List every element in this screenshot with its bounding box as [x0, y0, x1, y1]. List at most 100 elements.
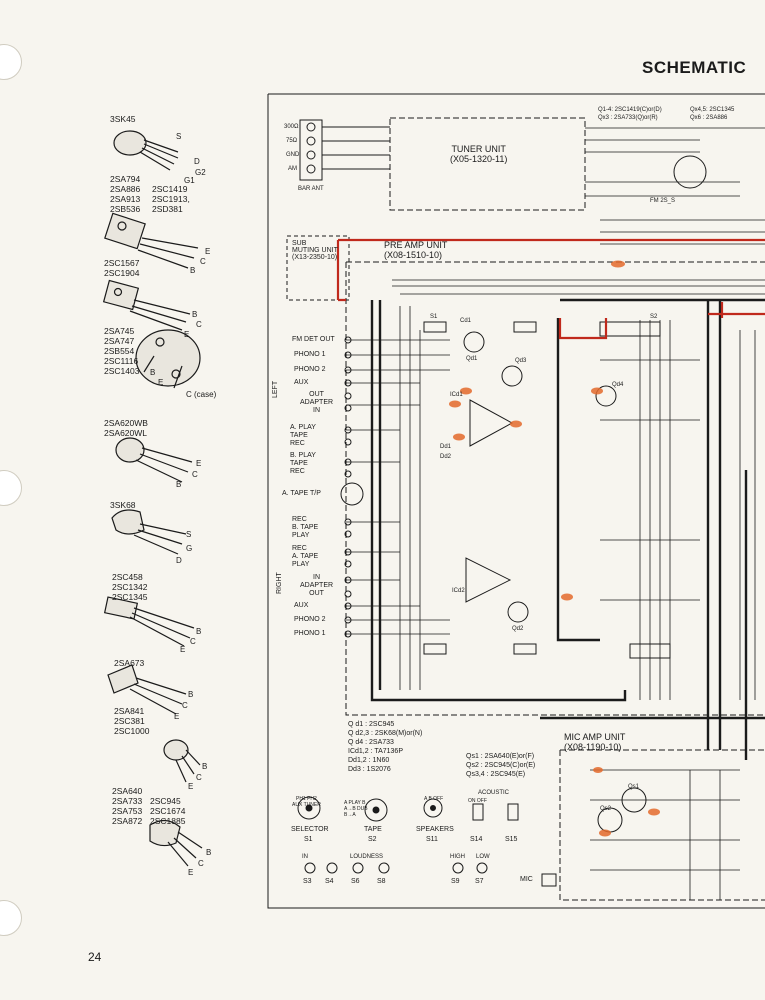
tuner-parts-list: Q1-4: 2SC1419(C)or(D) Qx3 : 2SA733(Q)or(… [598, 106, 662, 122]
push-switch-ref: S6 [351, 878, 360, 885]
pin-label: B [188, 690, 194, 699]
transistor-2sa640-parts-2: 2SC945 2SC1674 2SC1885 [150, 796, 186, 826]
control-tape-positions: A PLAY B A→B DUB B→A [344, 800, 368, 818]
pin-label: B [150, 368, 156, 377]
transistor-2sa673-parts: 2SA673 [114, 658, 145, 668]
push-switch-caption: IN [302, 854, 308, 860]
pin-label: E [158, 378, 164, 387]
label-qs2: Qs2 [600, 806, 612, 812]
pin-label: E [196, 459, 202, 468]
control-acoustic-positions: ON OFF [468, 798, 487, 804]
pin-label: E [184, 330, 190, 339]
pin-label: C [196, 773, 202, 782]
jack-label: FM DET OUT [292, 336, 335, 343]
pin-label: C [182, 701, 188, 710]
parts-line: Qx6 : 2SA886 [690, 115, 728, 121]
pin-label: B [206, 848, 212, 857]
pin-label: B [176, 480, 182, 489]
parts-line: Dd3 : 1S2076 [348, 766, 391, 773]
antenna-label-300: 300Ω [284, 124, 299, 130]
page-number: 24 [88, 950, 102, 964]
pin-label: C [200, 257, 206, 266]
parts-line: Qs2 : 2SC945(C)or(E) [466, 762, 536, 769]
pin-label: E [180, 645, 186, 654]
pin-label: S [176, 132, 182, 141]
side-right-label: RIGHT [276, 572, 283, 594]
label-s1: S1 [430, 314, 438, 320]
pin-label: B [192, 310, 198, 319]
bar-ant-label: BAR ANT [298, 186, 324, 192]
jack-label: AUX [294, 602, 309, 609]
push-switch-caption: LOUDNESS [350, 854, 384, 860]
transistor-3sk45-parts: 3SK45 [110, 114, 136, 124]
label-dd1: Dd1 [440, 444, 452, 450]
pin-label: C [198, 859, 204, 868]
mic-jack-label: MIC [520, 876, 533, 883]
label-cd1: Cd1 [460, 318, 472, 324]
jack-label: AUX [294, 379, 309, 386]
jack-label: B. PLAY TAPE REC [290, 452, 316, 475]
pin-label: E [188, 868, 194, 877]
transistor-2sa841-parts: 2SA841 2SC381 2SC1000 [114, 706, 150, 736]
pin-label: C [192, 470, 198, 479]
mic-parts-list: Qs1 : 2SA640(E)or(F) Qs2 : 2SC945(C)or(E… [466, 752, 535, 779]
label-s2: S2 [650, 314, 658, 320]
tuner-parts-list-2: Qx4,5: 2SC1345 Qx6 : 2SA886 [690, 106, 734, 122]
push-switch-ref: S4 [325, 878, 334, 885]
transistor-2sc458-parts: 2SC458 2SC1342 2SC1345 [112, 572, 148, 602]
control-s15-ref: S15 [505, 836, 518, 843]
control-selector-ref: S1 [304, 836, 313, 843]
label-fm-s: FM 2S_S [650, 198, 676, 204]
parts-line: Dd1,2 : 1N60 [348, 757, 390, 764]
parts-line: Q1-4: 2SC1419(C)or(D) [598, 107, 662, 113]
mic-amp-unit-label: MIC AMP UNIT (X08-1190-10) [564, 732, 626, 752]
tape-tp-label: A. TAPE T/P [282, 490, 321, 497]
antenna-label-75: 75Ω [286, 138, 298, 144]
preamp-parts-list: Q d1 : 2SC945 Q d2,3 : 2SK68(M)or(N) Q d… [348, 720, 422, 774]
control-acoustic-title: ACOUSTIC [478, 790, 510, 796]
label-dd2: Dd2 [440, 454, 452, 460]
pin-label: C (case) [186, 390, 217, 399]
label-icd2: ICd2 [452, 588, 465, 594]
parts-line: Qs3,4 : 2SC945(E) [466, 771, 526, 778]
transistor-to39-parts: 2SA620WB 2SA620WL [104, 418, 148, 438]
preamp-unit-label: PRE AMP UNIT (X08-1510-10) [384, 240, 448, 260]
jack-label: OUT ADAPTER IN [300, 391, 334, 414]
jack-label: PHONO 2 [294, 616, 326, 623]
label-qd3: Qd3 [515, 358, 527, 364]
push-switch-ref: S9 [451, 878, 460, 885]
jack-label: REC A. TAPE PLAY [292, 545, 319, 568]
control-acoustic-ref: S14 [470, 836, 483, 843]
pin-label: B [190, 266, 196, 275]
transistor-2sc1567-parts: 2SC1567 2SC1904 [104, 258, 140, 278]
pin-label: D [176, 556, 182, 565]
pin-label: S [186, 530, 192, 539]
pin-label: C [196, 320, 202, 329]
transistor-2sa640-parts: 2SA640 2SA733 2SA753 2SA872 [112, 786, 143, 826]
transistor-3sk68-parts: 3SK68 [110, 500, 136, 510]
push-switch-ref: S3 [303, 878, 312, 885]
pin-label: C [190, 637, 196, 646]
push-switch-caption: HIGH [450, 854, 465, 860]
pin-label: B [202, 762, 208, 771]
label-qd2: Qd2 [512, 626, 524, 632]
push-switch-ref: S8 [377, 878, 386, 885]
control-tape-title: TAPE [364, 826, 382, 833]
label-qs1: Qs1 [628, 784, 640, 790]
tuner-unit-label: TUNER UNIT (X05-1320-11) [450, 144, 508, 164]
push-switch-caption: LOW [476, 854, 490, 860]
control-selector-title: SELECTOR [291, 826, 329, 833]
label-icd1: ICd1 [450, 392, 463, 398]
jack-label: PHONO 2 [294, 366, 326, 373]
jack-label: A. PLAY TAPE REC [290, 424, 316, 447]
pin-label: E [174, 712, 180, 721]
parts-line: Q d4 : 2SA733 [348, 739, 394, 746]
antenna-label-gnd: GND [286, 152, 300, 158]
jack-label: PHONO 1 [294, 351, 326, 358]
jack-label: PHONO 1 [294, 630, 326, 637]
control-tape-ref: S2 [368, 836, 377, 843]
parts-line: Q d2,3 : 2SK68(M)or(N) [348, 730, 423, 737]
push-switch-ref: S7 [475, 878, 484, 885]
pin-label: B [196, 627, 202, 636]
